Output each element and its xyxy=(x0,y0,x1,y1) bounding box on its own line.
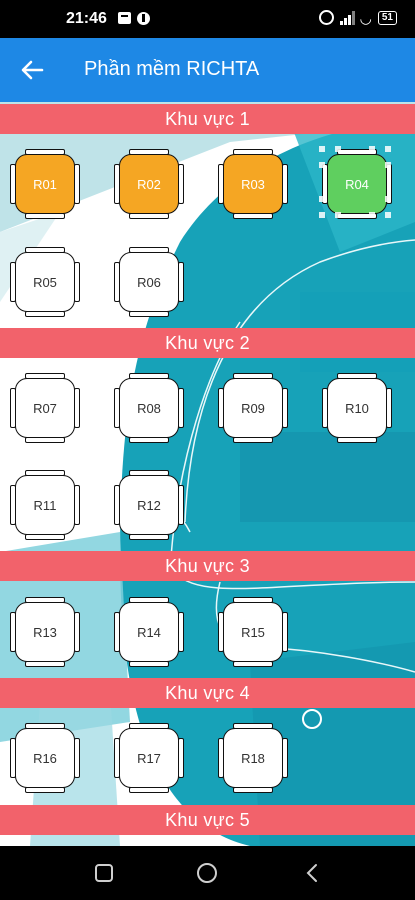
table-r04[interactable]: R04 xyxy=(319,146,392,219)
message-notification-icon xyxy=(118,12,131,24)
selection-handles-icon xyxy=(319,146,391,218)
battery-icon: 51 xyxy=(377,10,397,25)
table-r11[interactable]: R11 xyxy=(10,470,80,540)
table-r13[interactable]: R13 xyxy=(10,597,80,667)
table-r16[interactable]: R16 xyxy=(10,723,80,793)
app-bar: Phần mềm RICHTA xyxy=(0,38,415,102)
table-label: R14 xyxy=(119,602,179,662)
table-r15[interactable]: R15 xyxy=(218,597,288,667)
table-r12[interactable]: R12 xyxy=(114,470,184,540)
chevron-left-icon[interactable] xyxy=(302,862,324,884)
table-label: R04 xyxy=(327,154,387,214)
table-r14[interactable]: R14 xyxy=(114,597,184,667)
table-r08[interactable]: R08 xyxy=(114,373,184,443)
table-label: R03 xyxy=(223,154,283,214)
page-title: Phần mềm RICHTA xyxy=(84,58,260,80)
status-notification-icons xyxy=(118,12,150,25)
table-label: R18 xyxy=(223,728,283,788)
table-r05[interactable]: R05 xyxy=(10,247,80,317)
table-r07[interactable]: R07 xyxy=(10,373,80,443)
table-r09[interactable]: R09 xyxy=(218,373,288,443)
arrow-left-icon[interactable] xyxy=(18,56,46,84)
zone-header: Khu vực 1 xyxy=(0,104,415,134)
table-r01[interactable]: R01 xyxy=(10,149,80,219)
zone-header: Khu vực 2 xyxy=(0,328,415,358)
square-icon[interactable] xyxy=(93,862,115,884)
table-label: R11 xyxy=(15,475,75,535)
status-bar: 21:46 ◡ 51 xyxy=(0,0,415,38)
table-label: R01 xyxy=(15,154,75,214)
zone-header: Khu vực 3 xyxy=(0,551,415,581)
table-map[interactable]: Khu vực 1 Khu vực 2 Khu vực 3 Khu vực 4 … xyxy=(0,102,415,846)
signal-icon xyxy=(339,10,355,25)
table-label: R16 xyxy=(15,728,75,788)
table-r18[interactable]: R18 xyxy=(218,723,288,793)
zone-header: Khu vực 4 xyxy=(0,678,415,708)
table-r02[interactable]: R02 xyxy=(114,149,184,219)
wifi-icon: ◡ xyxy=(359,9,372,26)
zone-header: Khu vực 5 xyxy=(0,805,415,835)
table-label: R07 xyxy=(15,378,75,438)
table-label: R08 xyxy=(119,378,179,438)
table-r10[interactable]: R10 xyxy=(322,373,392,443)
table-label: R13 xyxy=(15,602,75,662)
table-r06[interactable]: R06 xyxy=(114,247,184,317)
status-time: 21:46 xyxy=(66,10,107,27)
navigation-bar xyxy=(0,846,415,900)
table-label: R02 xyxy=(119,154,179,214)
table-label: R06 xyxy=(119,252,179,312)
app-notification-icon xyxy=(137,12,150,25)
table-label: R09 xyxy=(223,378,283,438)
status-system-icons: ◡ 51 xyxy=(318,9,397,26)
table-label: R17 xyxy=(119,728,179,788)
table-label: R05 xyxy=(15,252,75,312)
alarm-icon xyxy=(318,10,334,25)
circle-icon[interactable] xyxy=(196,862,218,884)
table-label: R10 xyxy=(327,378,387,438)
table-label: R12 xyxy=(119,475,179,535)
table-label: R15 xyxy=(223,602,283,662)
table-r17[interactable]: R17 xyxy=(114,723,184,793)
table-r03[interactable]: R03 xyxy=(218,149,288,219)
